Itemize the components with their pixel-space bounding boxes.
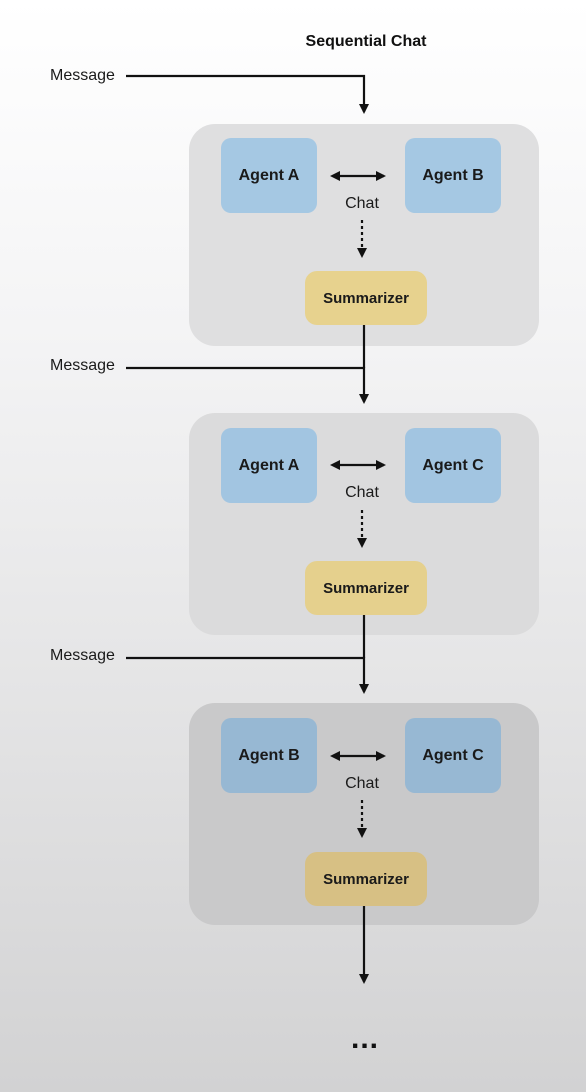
message-label-2: Message — [50, 357, 115, 374]
stage-1-chat-label: Chat — [345, 195, 379, 212]
stage-3-chat-label: Chat — [345, 775, 379, 792]
stage-3-right-agent: Agent C — [405, 718, 501, 793]
message-3-connector — [126, 656, 369, 694]
stage-1-summarizer: Summarizer — [305, 271, 427, 325]
stage-3-summarizer: Summarizer — [305, 852, 427, 906]
stage-1-right-agent: Agent B — [405, 138, 501, 213]
stage-3-left-agent: Agent B — [221, 718, 317, 793]
diagram-title: Sequential Chat — [305, 33, 427, 50]
stage-2-left-agent: Agent A — [221, 428, 317, 503]
stage-2-chat-label: Chat — [345, 484, 379, 501]
stage-2-right-agent: Agent C — [405, 428, 501, 503]
message-label-3: Message — [50, 647, 115, 664]
message-2-connector — [126, 366, 369, 404]
stage-1-left-agent: Agent A — [221, 138, 317, 213]
continuation-ellipsis: ... — [350, 1022, 379, 1055]
stage-2-summarizer: Summarizer — [305, 561, 427, 615]
message-1-connector — [126, 74, 369, 114]
message-label-1: Message — [50, 67, 115, 84]
